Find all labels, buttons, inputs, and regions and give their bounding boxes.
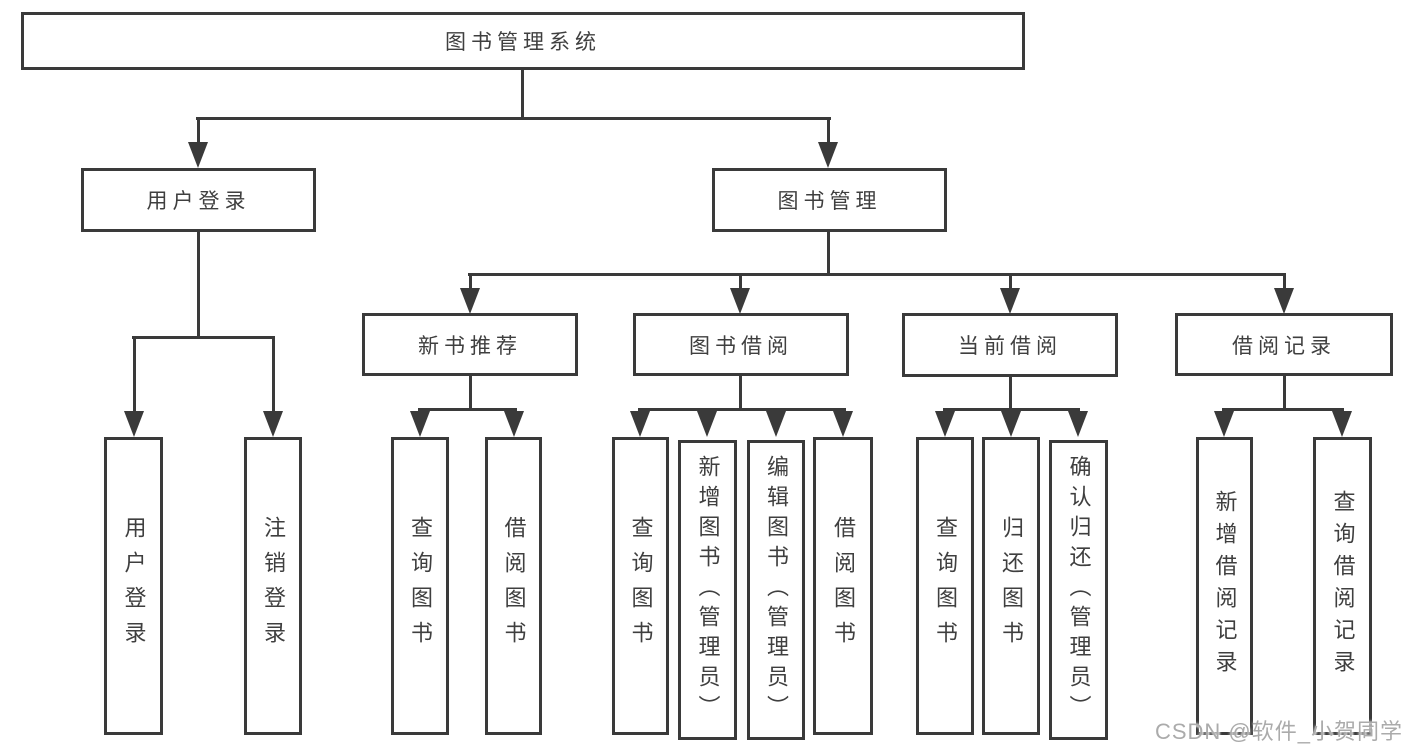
leaf-borrow-borrow-book: 借阅图书 xyxy=(813,437,873,735)
leaf-return-book: 归还图书 xyxy=(982,437,1040,735)
leaf-edit-book-admin: 编辑图书（管理员） xyxy=(747,440,805,740)
arrowhead-down xyxy=(630,411,650,437)
node-book-borrowing: 图书借阅 xyxy=(633,313,849,376)
connector-book-mgmt-stem xyxy=(827,232,830,274)
leaf-return-book-label: 归还图书 xyxy=(999,516,1024,656)
leaf-user-login: 用户登录 xyxy=(104,437,163,735)
connector-current-stem xyxy=(1009,377,1012,408)
node-book-management: 图书管理 xyxy=(712,168,947,232)
connector-recommend-children xyxy=(418,408,517,411)
arrowhead-down xyxy=(766,411,786,437)
leaf-add-book-admin: 新增图书（管理员） xyxy=(678,440,737,740)
connector-user-login-children xyxy=(132,336,275,339)
leaf-add-book-admin-label: 新增图书（管理员） xyxy=(695,455,721,725)
arrowhead-down xyxy=(1214,411,1234,437)
leaf-cur-query-book: 查询图书 xyxy=(916,437,974,735)
connector-group-drop xyxy=(469,273,472,290)
connector-group-drop xyxy=(1283,273,1286,290)
node-borrowing-records: 借阅记录 xyxy=(1175,313,1393,376)
connector-book-mgmt-drop xyxy=(827,117,830,145)
leaf-cur-query-book-label: 查询图书 xyxy=(933,516,958,656)
arrowhead-down xyxy=(188,142,208,168)
leaf-query-borrow-record: 查询借阅记录 xyxy=(1313,437,1372,735)
node-library-system: 图书管理系统 xyxy=(21,12,1025,70)
leaf-borrow-borrow-book-label: 借阅图书 xyxy=(831,516,856,656)
arrowhead-down xyxy=(730,288,750,314)
leaf-rec-query-book-label: 查询图书 xyxy=(408,516,433,656)
arrowhead-down xyxy=(410,411,430,437)
arrowhead-down xyxy=(460,288,480,314)
leaf-add-borrow-record-label: 新增借阅记录 xyxy=(1212,490,1238,682)
leaf-rec-query-book: 查询图书 xyxy=(391,437,449,735)
connector-level1 xyxy=(196,117,831,120)
connector-user-login-stem xyxy=(197,232,200,338)
arrowhead-down xyxy=(818,142,838,168)
arrowhead-down xyxy=(833,411,853,437)
arrowhead-down xyxy=(1332,411,1352,437)
connector-recommend-stem xyxy=(469,376,472,409)
arrowhead-down xyxy=(697,411,717,437)
leaf-confirm-return-admin: 确认归还（管理员） xyxy=(1049,440,1108,740)
node-new-book-recommend: 新书推荐 xyxy=(362,313,578,376)
connector-root-stem xyxy=(521,68,524,119)
arrowhead-down xyxy=(124,411,144,437)
leaf-edit-book-admin-label: 编辑图书（管理员） xyxy=(764,455,789,725)
connector-records-stem xyxy=(1283,376,1286,409)
connector-borrowing-stem xyxy=(739,376,742,409)
leaf-query-borrow-record-label: 查询借阅记录 xyxy=(1330,490,1356,682)
leaf-rec-borrow-book-label: 借阅图书 xyxy=(501,516,527,656)
connector-borrowing-children xyxy=(638,408,846,411)
connector-level3 xyxy=(468,273,1286,276)
leaf-confirm-return-admin-label: 确认归还（管理员） xyxy=(1066,455,1092,725)
arrowhead-down xyxy=(263,411,283,437)
arrowhead-down xyxy=(1068,411,1088,437)
arrowhead-down xyxy=(935,411,955,437)
node-current-borrowing: 当前借阅 xyxy=(902,313,1118,377)
connector-group-drop xyxy=(739,273,742,290)
leaf-user-login-label: 用户登录 xyxy=(121,516,147,656)
arrowhead-down xyxy=(1000,288,1020,314)
leaf-borrow-query-book: 查询图书 xyxy=(612,437,669,735)
arrowhead-down xyxy=(1001,411,1021,437)
node-user-login: 用户登录 xyxy=(81,168,316,232)
leaf-logout-login-label: 注销登录 xyxy=(261,516,286,656)
arrowhead-down xyxy=(504,411,524,437)
connector-leaf-drop xyxy=(133,336,136,413)
csdn-watermark: CSDN @软件_小贺同学 xyxy=(1154,719,1403,744)
connector-leaf-drop xyxy=(272,336,275,413)
connector-records-children xyxy=(1222,408,1344,411)
leaf-borrow-query-book-label: 查询图书 xyxy=(628,516,654,656)
connector-user-login-drop xyxy=(197,117,200,145)
connector-group-drop xyxy=(1009,273,1012,290)
arrowhead-down xyxy=(1274,288,1294,314)
leaf-logout-login: 注销登录 xyxy=(244,437,302,735)
leaf-rec-borrow-book: 借阅图书 xyxy=(485,437,542,735)
leaf-add-borrow-record: 新增借阅记录 xyxy=(1196,437,1253,735)
